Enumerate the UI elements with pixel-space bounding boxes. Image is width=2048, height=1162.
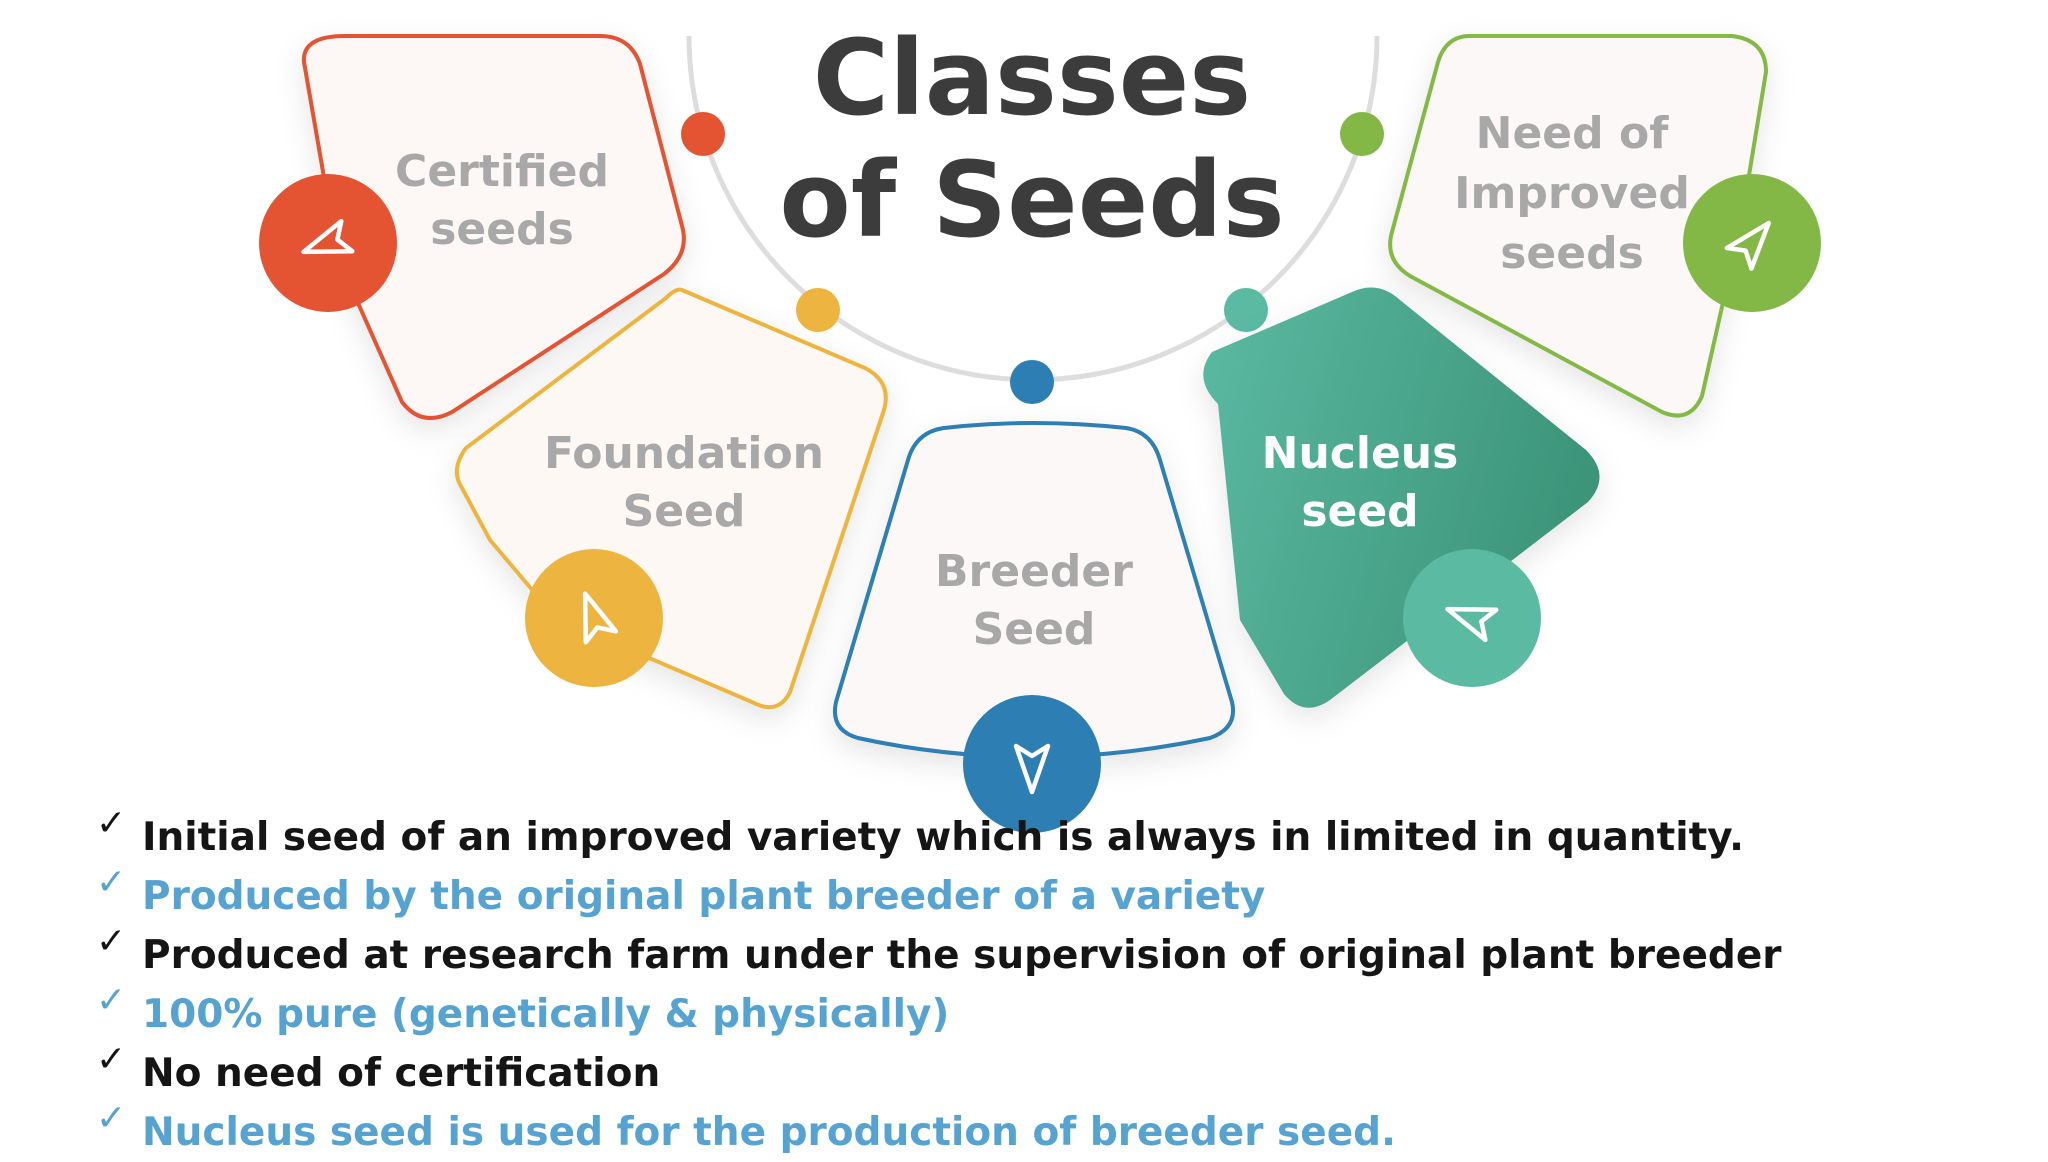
- bullet-list: ✓ Initial seed of an improved variety whi…: [96, 803, 1996, 1162]
- bullet-item: ✓ Initial seed of an improved variety whi…: [96, 803, 1996, 867]
- bullet-text: Initial seed of an improved variety whic…: [142, 815, 1744, 860]
- card-foundation[interactable]: Foundation Seed: [454, 287, 888, 710]
- arc-dot-foundation: [796, 288, 840, 332]
- card-improved-badge: [1683, 174, 1821, 312]
- card-breeder-line2: Seed: [973, 604, 1096, 655]
- card-nucleus[interactable]: Nucleus seed: [1203, 287, 1600, 708]
- arc-dot-certified: [681, 112, 725, 156]
- check-icon: ✓: [96, 980, 127, 1021]
- card-foundation-badge: [525, 549, 663, 687]
- bullet-item: ✓ Produced at research farm under the sup…: [96, 921, 1996, 985]
- card-certified-badge: [259, 174, 397, 312]
- card-improved-line1: Need of: [1476, 108, 1670, 159]
- card-breeder-shape: [833, 421, 1235, 759]
- card-breeder[interactable]: Breeder Seed: [833, 421, 1235, 833]
- check-icon: ✓: [96, 1039, 127, 1080]
- card-certified-line1: Certified: [395, 146, 609, 197]
- check-icon: ✓: [96, 862, 127, 903]
- arrow-cursor-icon: [1724, 220, 1771, 271]
- card-certified[interactable]: Certified seeds: [259, 34, 686, 421]
- card-improved[interactable]: Need of Improved seeds: [1388, 34, 1821, 418]
- card-nucleus-line2: seed: [1301, 486, 1418, 537]
- card-certified-shape: [301, 34, 686, 421]
- bullet-text: Nucleus seed is used for the production …: [142, 1110, 1396, 1155]
- check-icon: ✓: [96, 921, 127, 962]
- check-icon: ✓: [96, 1098, 127, 1139]
- bullet-text: No need of certification: [142, 1051, 661, 1096]
- bullet-item: ✓ Produced by the original plant breeder …: [96, 862, 1996, 926]
- bullet-item: ✓ Nucleus seed is used for the production…: [96, 1098, 1996, 1162]
- arc-dot-nucleus: [1224, 288, 1268, 332]
- card-breeder-line1: Breeder: [935, 546, 1133, 597]
- card-breeder-badge: [963, 695, 1101, 833]
- arc-dot-breeder: [1010, 360, 1054, 404]
- bullet-item: ✓ No need of certification: [96, 1039, 1996, 1103]
- bullet-item: ✓ 100% pure (genetically & physically): [96, 980, 1996, 1044]
- bullet-text: Produced at research farm under the supe…: [142, 933, 1782, 978]
- page-title-line2: of Seeds: [779, 139, 1284, 261]
- arc-dot-improved: [1340, 112, 1384, 156]
- card-improved-shape: [1388, 34, 1769, 418]
- card-improved-line2: Improved: [1454, 168, 1690, 219]
- bullet-text: 100% pure (genetically & physically): [142, 992, 950, 1037]
- bullet-text: Produced by the original plant breeder o…: [142, 874, 1266, 919]
- arrow-cursor-icon: [582, 591, 619, 645]
- card-foundation-line1: Foundation: [544, 428, 824, 479]
- page-title-line1: Classes: [813, 17, 1251, 139]
- card-nucleus-badge: [1403, 549, 1541, 687]
- card-certified-line2: seeds: [430, 204, 574, 255]
- arrow-cursor-icon: [1013, 743, 1051, 795]
- card-foundation-line2: Seed: [623, 486, 746, 537]
- arrow-cursor-icon: [1445, 606, 1499, 643]
- card-nucleus-line1: Nucleus: [1262, 428, 1459, 479]
- arrow-cursor-icon: [301, 218, 355, 255]
- card-improved-line3: seeds: [1500, 228, 1644, 279]
- check-icon: ✓: [96, 803, 127, 844]
- card-nucleus-shape: [1203, 287, 1600, 708]
